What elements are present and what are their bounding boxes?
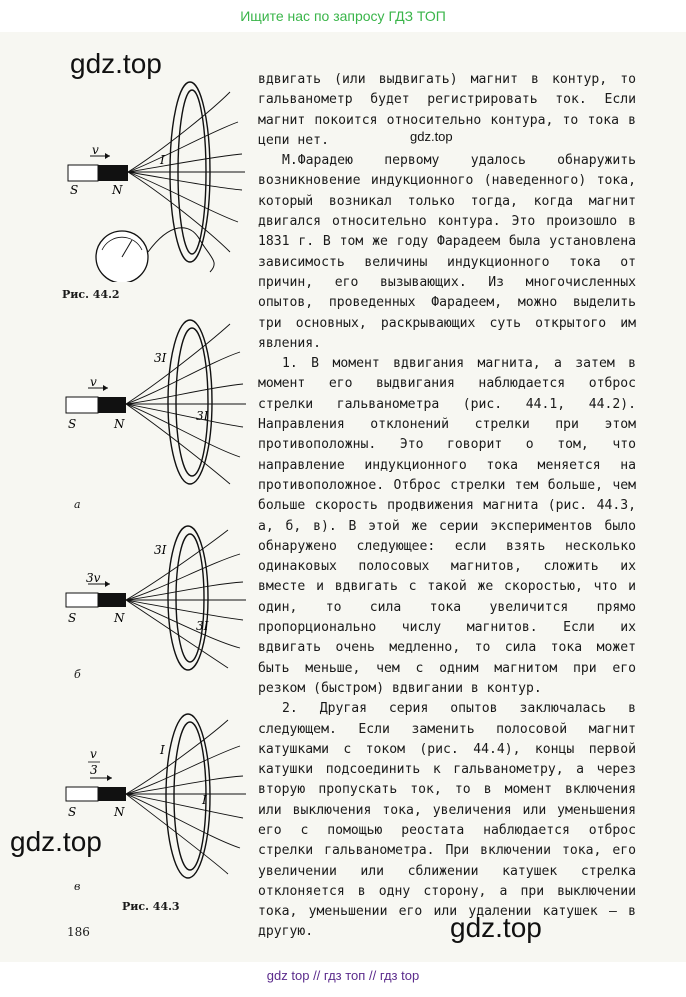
velocity-label: 3v: [86, 571, 101, 585]
current-label: 3I: [154, 543, 167, 557]
paragraph: М.Фарадею первому удалось обнаружить воз…: [258, 153, 636, 351]
current-label: I: [159, 743, 165, 757]
figure-caption: Рис. 44.2: [62, 288, 120, 301]
figure-44-3-v: v 3 S N I I в Рис. 44.3: [60, 708, 250, 913]
watermark: gdz.top: [70, 48, 162, 79]
figure-44-2: v S N I Рис. 44.2: [60, 72, 250, 301]
field-lines: [127, 91, 245, 253]
current-label: 3I: [196, 409, 209, 423]
pole-n-label: N: [113, 611, 125, 625]
footer-link[interactable]: gdz top: [266, 968, 310, 983]
velocity-label: v: [90, 747, 97, 761]
paragraph: вдвигать (или выдвигать) магнит в контур…: [258, 72, 636, 148]
footer-link[interactable]: гдз top: [379, 968, 420, 983]
footer-separator: //: [368, 968, 377, 983]
pole-s-label: S: [68, 805, 76, 819]
pole-n-label: N: [113, 805, 125, 819]
figure-sublabel: б: [74, 668, 81, 681]
magnet-coil-illustration: v 3 S N I I: [65, 713, 246, 879]
footer-link[interactable]: гдз топ: [323, 968, 366, 983]
page-number: 186: [67, 925, 90, 939]
watermark: gdz.top: [10, 826, 102, 857]
current-label: 3I: [154, 351, 167, 365]
watermark: gdz.top: [450, 912, 542, 943]
pole-n-label: N: [111, 183, 123, 197]
current-label: I: [159, 153, 165, 167]
text-column: вдвигать (или выдвигать) магнит в контур…: [258, 70, 636, 943]
pole-s-label: S: [70, 183, 78, 197]
pole-s-label: S: [68, 417, 76, 431]
figure-sublabel: а: [74, 498, 81, 511]
current-label: 3I: [196, 619, 209, 633]
magnet-coil-illustration: 3v S N 3I 3I: [65, 525, 246, 671]
figure-44-3-b: 3v S N 3I 3I б: [60, 518, 250, 681]
watermark: gdz.top: [410, 129, 453, 144]
textbook-page: [0, 32, 686, 962]
top-banner[interactable]: Ищите нас по запросу ГДЗ ТОП: [240, 8, 446, 24]
magnet-coil-galvanometer-illustration: v S N I: [67, 81, 245, 282]
figure-44-3-a: v S N 3I 3I а: [60, 312, 250, 511]
pole-n-label: N: [113, 417, 125, 431]
current-label: I: [201, 793, 207, 807]
velocity-label: v: [92, 143, 99, 157]
magnet-coil-illustration: v S N 3I 3I: [65, 319, 246, 485]
velocity-denominator: 3: [90, 763, 98, 777]
figure-caption: Рис. 44.3: [122, 900, 180, 913]
paragraph: 2. Другая серия опытов заключалась в сле…: [258, 701, 636, 940]
velocity-label: v: [90, 375, 97, 389]
figure-sublabel: в: [74, 880, 81, 893]
paragraph: 1. В момент вдвигания магнита, а затем в…: [258, 356, 636, 696]
footer-separator: //: [313, 968, 321, 983]
footer-links: gdz top // гдз топ // гдз top: [0, 968, 686, 983]
pole-s-label: S: [68, 611, 76, 625]
